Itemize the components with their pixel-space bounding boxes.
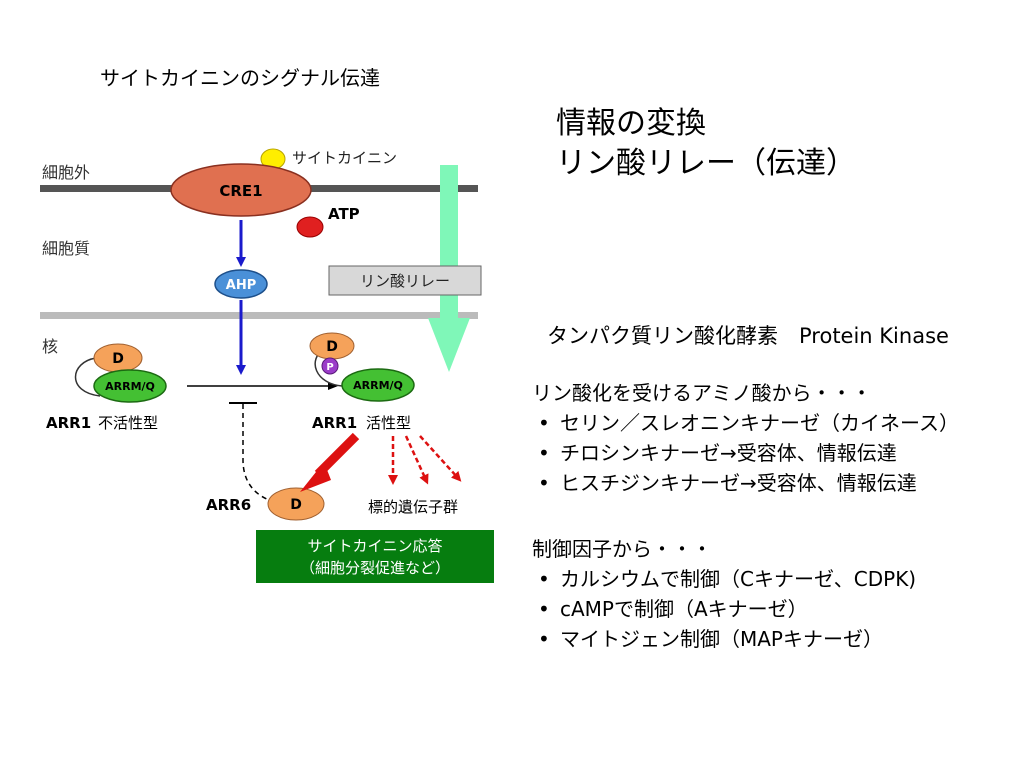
amino-acid-list: セリン／スレオニンキナーゼ（カイネース） チロシンキナーゼ→受容体、情報伝達 ヒ… — [532, 408, 959, 498]
phospho-relay-label: リン酸リレー — [360, 272, 450, 290]
amino-acid-section: リン酸化を受けるアミノ酸から・・・ セリン／スレオニンキナーゼ（カイネース） チ… — [532, 378, 959, 498]
target-genes-label: 標的遺伝子群 — [368, 498, 458, 516]
list-item: カルシウムで制御（Cキナーゼ、CDPK) — [532, 564, 916, 594]
phosphate-mark — [321, 357, 339, 375]
list-item: cAMPで制御（Aキナーゼ） — [532, 594, 916, 624]
active-arrm — [341, 368, 415, 402]
arr6-induction-arrow — [300, 432, 360, 492]
protein-kinase-title: タンパク質リン酸化酵素 Protein Kinase — [547, 324, 949, 348]
cytokinin-signaling-diagram: 細胞外 細胞質 核 サイトカイニン CRE1 ATP リン酸リレー AHP D … — [40, 148, 494, 583]
arr1-active-state: 活性型 — [366, 414, 411, 432]
response-line-2: （細胞分裂促進など） — [300, 559, 450, 577]
compartment-cytoplasm: 細胞質 — [42, 239, 90, 258]
list-item: マイトジェン制御（MAPキナーゼ） — [532, 624, 916, 654]
response-line-1: サイトカイニン応答 — [307, 537, 442, 555]
heading: 情報の変換 リン酸リレー（伝達） — [556, 104, 856, 184]
active-arrm-label: ARRM/Q — [353, 379, 403, 392]
arr1-inactive-state: 不活性型 — [98, 414, 158, 432]
arr1-inactive-name: ARR1 — [46, 414, 91, 432]
target-gene-arrow-3 — [419, 435, 462, 482]
arr1-active-name: ARR1 — [312, 414, 357, 432]
list-item: ヒスチジンキナーゼ→受容体、情報伝達 — [532, 468, 959, 498]
compartment-nucleus: 核 — [42, 337, 58, 356]
inactive-arrm-label: ARRM/Q — [105, 380, 155, 393]
arr6-label: ARR6 — [206, 496, 251, 514]
atp-molecule — [296, 216, 324, 238]
heading-line-1: 情報の変換 — [556, 106, 706, 141]
phospho-relay-box — [328, 265, 482, 296]
inactive-linker — [74, 357, 101, 397]
list-item: チロシンキナーゼ→受容体、情報伝達 — [532, 438, 959, 468]
control-factor-section: 制御因子から・・・ カルシウムで制御（Cキナーゼ、CDPK) cAMPで制御（A… — [532, 534, 916, 654]
ahp-protein — [214, 269, 268, 299]
active-d-label: D — [326, 339, 338, 355]
amino-acid-heading: リン酸化を受けるアミノ酸から・・・ — [532, 381, 872, 405]
arr6-d-domain — [267, 487, 325, 521]
cre1-label: CRE1 — [219, 182, 262, 200]
arr6-d-label: D — [290, 497, 302, 513]
atp-label: ATP — [328, 205, 360, 223]
nuclear-membrane — [40, 312, 478, 319]
cre1-receptor — [170, 163, 312, 217]
control-factor-heading: 制御因子から・・・ — [532, 537, 712, 561]
phosphate-label: P — [326, 362, 333, 373]
response-box — [256, 530, 494, 583]
control-factor-list: カルシウムで制御（Cキナーゼ、CDPK) cAMPで制御（Aキナーゼ） マイトジ… — [532, 564, 916, 654]
ahp-label: AHP — [226, 278, 256, 293]
heading-line-2: リン酸リレー（伝達） — [556, 146, 856, 181]
cytokinin-label: サイトカイニン — [292, 149, 397, 167]
compartment-outside: 細胞外 — [42, 163, 90, 182]
inhibition-line — [242, 404, 281, 504]
slide-title: サイトカイニンのシグナル伝達 — [100, 66, 380, 90]
inactive-arrm — [93, 369, 167, 403]
list-item: セリン／スレオニンキナーゼ（カイネース） — [532, 408, 959, 438]
target-gene-arrow-2 — [404, 435, 429, 485]
inactive-d-label: D — [112, 351, 124, 367]
